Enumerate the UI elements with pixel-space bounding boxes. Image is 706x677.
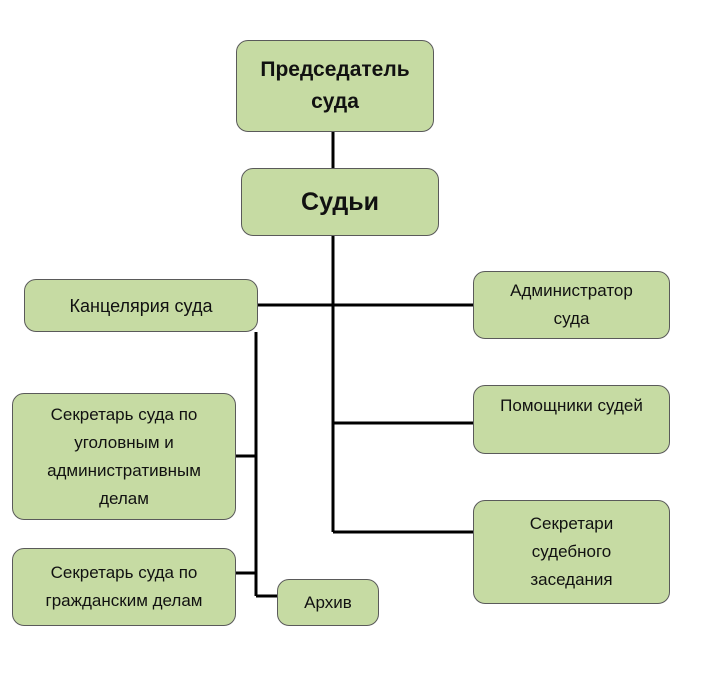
node-chairman: Председатель суда (236, 40, 434, 132)
node-assistants: Помощники судей (473, 385, 670, 454)
node-session-secretaries: Секретари судебного заседания (473, 500, 670, 604)
node-secretary-criminal: Секретарь суда по уголовным и администра… (12, 393, 236, 520)
node-secretary-civil: Секретарь суда по гражданским делам (12, 548, 236, 626)
node-administrator: Администратор суда (473, 271, 670, 339)
node-archive: Архив (277, 579, 379, 626)
node-office: Канцелярия суда (24, 279, 258, 332)
node-judges: Судьи (241, 168, 439, 236)
